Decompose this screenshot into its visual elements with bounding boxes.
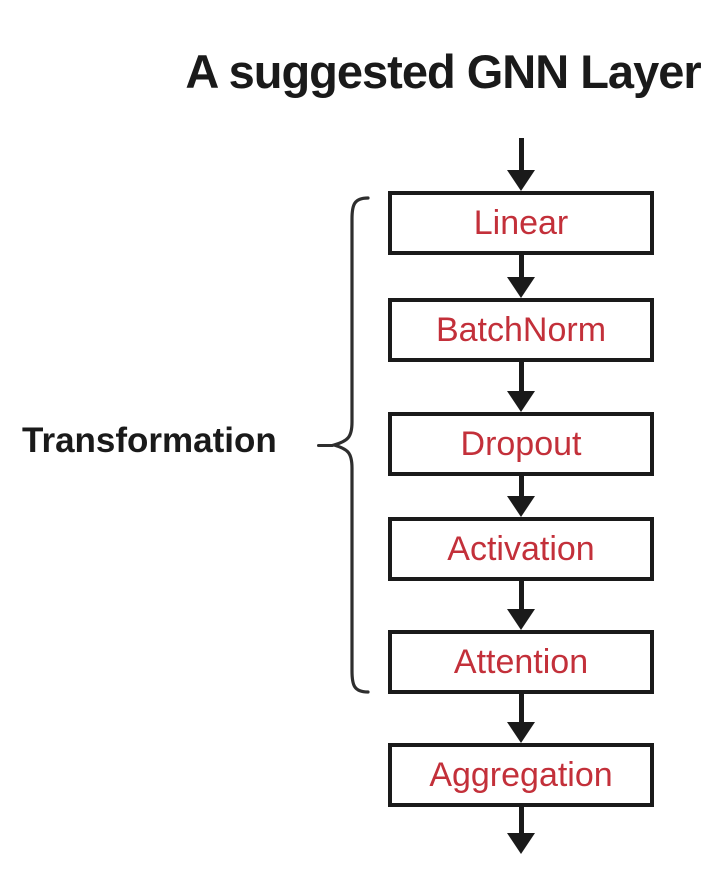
arrow-head-icon (507, 833, 535, 854)
box-label: Linear (473, 203, 569, 242)
flow-arrow-attention-aggregation (507, 694, 535, 743)
flow-box-linear: Linear (388, 191, 654, 255)
flow-box-aggregation: Aggregation (388, 743, 654, 807)
arrow-head-icon (507, 722, 535, 743)
box-label: BatchNorm (435, 310, 607, 349)
flow-arrow-dropout-activation (507, 476, 535, 517)
arrow-head-icon (507, 496, 535, 517)
arrow-stem (518, 138, 524, 170)
flow-box-activation: Activation (388, 517, 654, 581)
arrow-stem (518, 807, 524, 833)
flow-arrow-activation-attention (507, 581, 535, 630)
arrow-stem (518, 694, 524, 722)
flow-arrow-into-linear (507, 138, 535, 191)
box-label: Dropout (460, 424, 582, 463)
flow-box-batchnorm: BatchNorm (388, 298, 654, 362)
diagram-title: A suggested GNN Layer (185, 45, 701, 98)
arrow-stem (518, 476, 524, 496)
arrow-head-icon (507, 277, 535, 298)
arrow-head-icon (507, 609, 535, 630)
curly-brace-icon (328, 196, 370, 694)
arrow-head-icon (507, 170, 535, 191)
flow-arrow-out (507, 807, 535, 854)
box-label: Aggregation (429, 755, 613, 794)
flow-box-dropout: Dropout (388, 412, 654, 476)
arrow-stem (518, 362, 524, 391)
box-label: Attention (453, 642, 589, 681)
transformation-label: Transformation (22, 421, 277, 460)
arrow-stem (518, 255, 524, 277)
box-label: Activation (447, 529, 595, 568)
arrow-head-icon (507, 391, 535, 412)
arrow-stem (518, 581, 524, 609)
label-connector-line (317, 444, 334, 447)
flow-arrow-batchnorm-dropout (507, 362, 535, 412)
flow-arrow-linear-batchnorm (507, 255, 535, 298)
flow-box-attention: Attention (388, 630, 654, 694)
